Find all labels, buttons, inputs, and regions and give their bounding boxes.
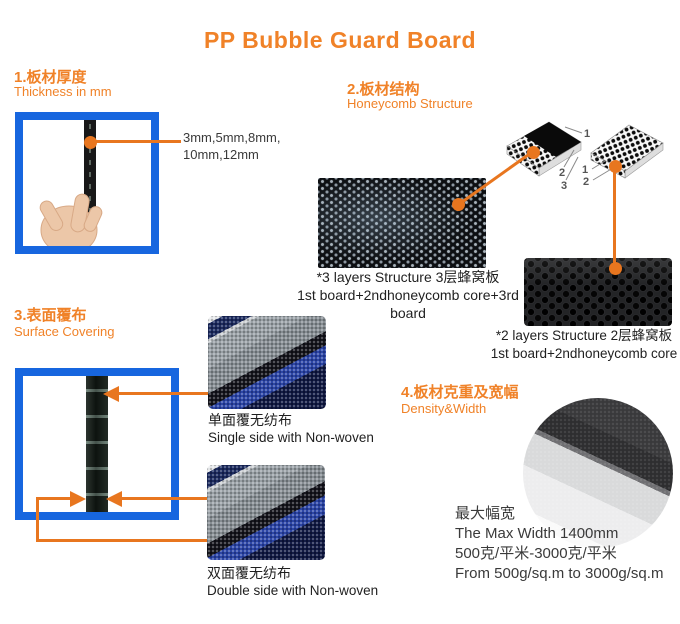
section1-heading: 1.板材厚度	[14, 69, 87, 86]
thickness-values-line2: 10mm,12mm	[183, 147, 259, 162]
diagram2-connector-dot-diagram	[609, 160, 622, 173]
section4-subheading: Density&Width	[401, 401, 487, 416]
thickness-photo-frame	[15, 112, 159, 255]
double-side-wrap-line-b	[36, 497, 39, 542]
diagram2-connector-line	[613, 166, 616, 266]
thickness-values: 3mm,5mm,8mm, 10mm,12mm	[183, 129, 281, 163]
three-layer-board-photo	[318, 178, 486, 268]
double-side-caption-line1: 双面覆无纺布	[207, 565, 291, 581]
board-corner-photo	[523, 398, 673, 548]
page-title: PP Bubble Guard Board	[203, 27, 477, 53]
single-side-nonwoven-photo	[208, 316, 326, 409]
two-layer-caption-line2: 1st board+2ndhoneycomb core	[490, 346, 678, 361]
section2-subheading: Honeycomb Structure	[347, 96, 473, 111]
single-side-caption-line2: Single side with Non-woven	[208, 430, 374, 445]
two-layer-honeycomb-diagram: 1 2	[582, 124, 664, 188]
double-side-right-arrow	[106, 491, 122, 507]
section3-heading: 3.表面覆布	[14, 307, 87, 324]
thickness-callout-dot	[84, 136, 97, 149]
three-layer-caption-line1: *3 layers Structure 3层蜂窝板	[316, 269, 500, 285]
thickness-callout-line	[96, 140, 181, 143]
diagram3-connector-dot-photo	[452, 198, 465, 211]
diagram3-label-1: 1	[584, 128, 590, 140]
three-layer-caption-line2: 1st board+2ndhoneycomb core+3rd board	[297, 287, 519, 321]
single-side-arrow	[103, 386, 119, 402]
diagram3-label-3: 3	[561, 180, 567, 192]
two-layer-caption: *2 layers Structure 2层蜂窝板 1st board+2ndh…	[484, 327, 680, 363]
double-side-right-line	[121, 497, 207, 500]
diagram2-connector-dot-photo	[609, 262, 622, 275]
density-width-text: 最大幅宽 The Max Width 1400mm 500克/平米-3000克/…	[455, 504, 663, 584]
hand-illustration	[39, 193, 103, 255]
two-layer-board-photo	[524, 258, 672, 326]
diagram2-label-1: 1	[582, 164, 588, 176]
two-layer-caption-line1: *2 layers Structure 2层蜂窝板	[495, 328, 673, 343]
section2-heading: 2.板材结构	[347, 81, 420, 98]
board-edge-strip	[86, 376, 108, 512]
single-side-caption-line1: 单面覆无纺布	[208, 412, 292, 428]
double-side-caption: 双面覆无纺布 Double side with Non-woven	[207, 564, 378, 600]
double-side-wrap-line-a	[36, 497, 71, 500]
density-width-line3: 500克/平米-3000克/平米	[455, 545, 617, 562]
thickness-values-line1: 3mm,5mm,8mm,	[183, 130, 281, 145]
diagram3-connector-dot-diagram	[527, 146, 540, 159]
density-width-line4: From 500g/sq.m to 3000g/sq.m	[455, 565, 664, 582]
density-width-line2: The Max Width 1400mm	[455, 525, 619, 542]
single-side-line	[118, 392, 208, 395]
single-side-caption: 单面覆无纺布 Single side with Non-woven	[208, 411, 374, 447]
section4-heading: 4.板材克重及宽幅	[401, 384, 519, 401]
double-side-caption-line2: Double side with Non-woven	[207, 583, 379, 598]
three-layer-caption: *3 layers Structure 3层蜂窝板 1st board+2ndh…	[278, 268, 538, 322]
density-width-line1: 最大幅宽	[455, 505, 516, 522]
diagram2-label-2: 2	[583, 176, 589, 188]
diagram3-label-2: 2	[559, 167, 565, 179]
double-side-left-arrow	[70, 491, 86, 507]
section3-subheading: Surface Covering	[14, 324, 115, 339]
double-side-nonwoven-photo	[207, 465, 325, 560]
double-side-wrap-line-c	[36, 539, 207, 542]
section1-subheading: Thickness in mm	[14, 84, 112, 99]
